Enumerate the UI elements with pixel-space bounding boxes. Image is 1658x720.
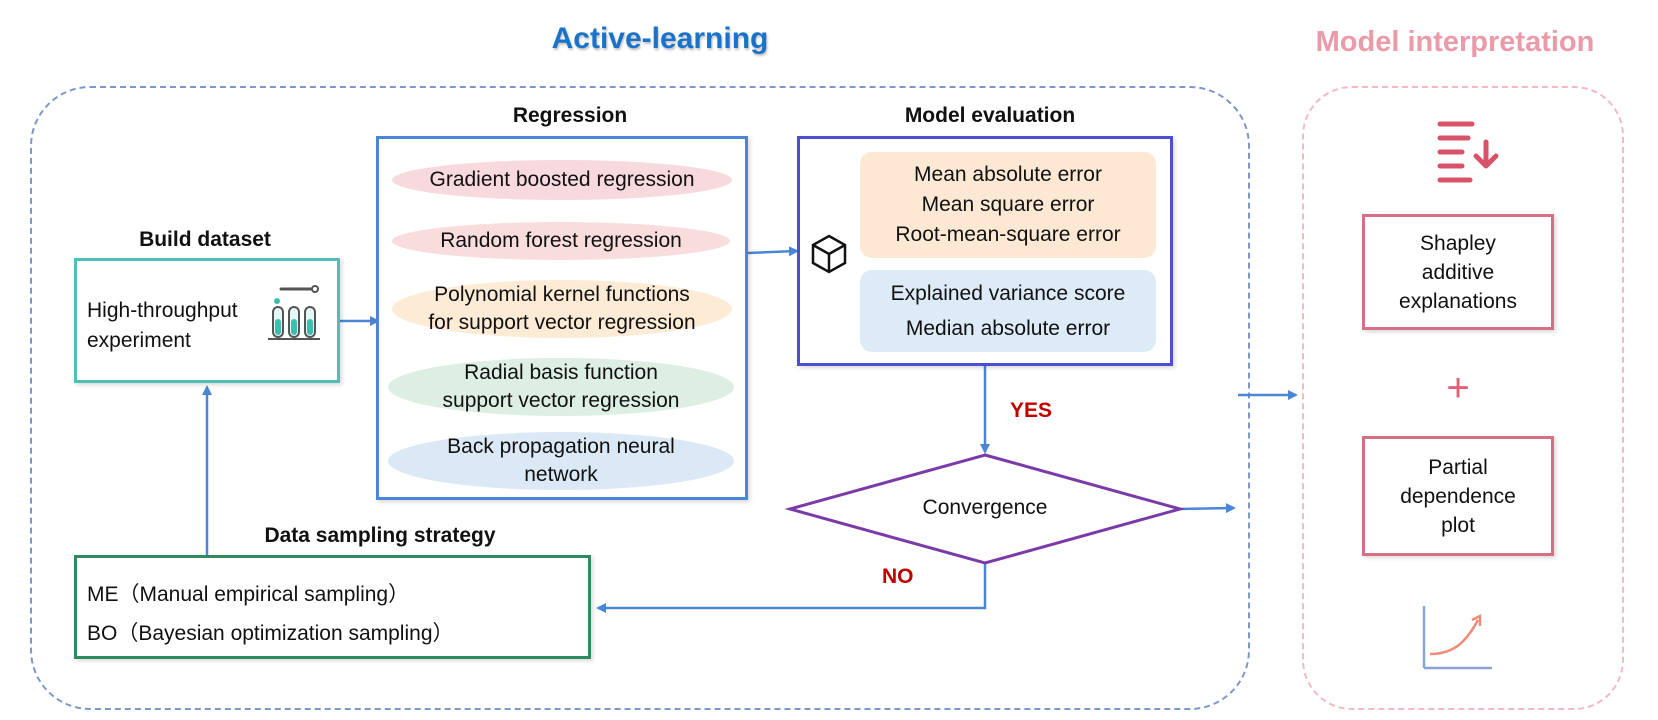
pdp-line-1: Partial <box>1428 455 1488 479</box>
shapley-line-3: explanations <box>1399 289 1517 313</box>
arrow-convergence-out <box>1177 503 1236 514</box>
arrow-no-to-sampling <box>596 563 987 613</box>
arrow-regression-to-evaluation <box>747 246 799 257</box>
regression-method-label: Gradient boosted regression <box>430 166 695 194</box>
metric-item: Mean absolute error <box>914 163 1102 186</box>
regression-method-line-2: network <box>524 463 598 486</box>
regression-method: Random forest regression <box>392 222 730 260</box>
build-dataset-heading: Build dataset <box>139 228 271 251</box>
model-interpretation-region <box>1302 86 1624 710</box>
pdp-line-2: dependence <box>1400 484 1516 508</box>
no-label: NO <box>882 565 914 588</box>
regression-method-line-1: Gradient boosted regression <box>429 168 695 191</box>
score-metrics-group: Explained variance score Median absolute… <box>860 270 1156 352</box>
shapley-box: Shapley additive explanations <box>1362 214 1554 330</box>
error-metrics-group: Mean absolute error Mean square error Ro… <box>860 152 1156 258</box>
regression-heading: Regression <box>512 104 628 127</box>
regression-method-line-1: Back propagation neural <box>447 435 675 458</box>
sort-descending-icon <box>1437 121 1499 183</box>
regression-method-line-1: Polynomial kernel functions <box>434 283 690 306</box>
regression-method-label: Back propagation neural network <box>447 433 675 489</box>
active-learning-region <box>30 86 1250 710</box>
convergence-diamond <box>784 453 1186 565</box>
partial-dependence-box: Partial dependence plot <box>1362 436 1554 556</box>
convergence-label: Convergence <box>922 496 1048 519</box>
build-dataset-box: High-throughput experiment <box>74 258 340 383</box>
active-learning-title: Active-learning <box>551 22 769 55</box>
metric-item: Root-mean-square error <box>895 223 1121 246</box>
regression-method-label: Polynomial kernel functions for support v… <box>428 281 695 337</box>
regression-method-line-2: for support vector regression <box>428 311 696 334</box>
yes-label: YES <box>1010 399 1053 422</box>
dataset-text: High-throughput experiment <box>87 296 238 356</box>
plus-sign: + <box>1446 366 1470 410</box>
regression-method: Gradient boosted regression <box>392 160 732 200</box>
cube-icon <box>811 234 847 274</box>
dataset-line-2: experiment <box>87 329 191 352</box>
dataset-line-1: High-throughput <box>87 299 238 322</box>
model-interpretation-title: Model interpretation <box>1315 26 1595 58</box>
sampling-item-bo: BO（Bayesian optimization sampling） <box>87 622 454 645</box>
regression-method: Radial basis function support vector regr… <box>388 358 734 416</box>
pdp-line-3: plot <box>1441 513 1475 537</box>
regression-method-label: Random forest regression <box>440 227 682 255</box>
curve-chart-icon <box>1422 606 1492 670</box>
regression-method-label: Radial basis function support vector regr… <box>443 359 680 415</box>
test-tubes-icon <box>268 285 320 340</box>
regression-method-line-1: Radial basis function <box>464 361 658 384</box>
regression-method-line-1: Random forest regression <box>440 229 682 252</box>
regression-method: Back propagation neural network <box>388 432 734 490</box>
shapley-line-1: Shapley <box>1420 231 1496 255</box>
regression-method-line-2: support vector regression <box>442 389 680 412</box>
metric-item: Median absolute error <box>905 317 1111 340</box>
shapley-line-2: additive <box>1421 260 1495 284</box>
sampling-heading: Data sampling strategy <box>264 524 496 547</box>
model-evaluation-heading: Model evaluation <box>904 104 1076 127</box>
regression-method: Polynomial kernel functions for support v… <box>392 280 732 338</box>
metric-item: Mean square error <box>921 193 1095 216</box>
sampling-box: ME（Manual empirical sampling） BO（Bayesia… <box>74 555 591 659</box>
metric-item: Explained variance score <box>890 282 1126 305</box>
sampling-item-me: ME（Manual empirical sampling） <box>87 583 410 606</box>
